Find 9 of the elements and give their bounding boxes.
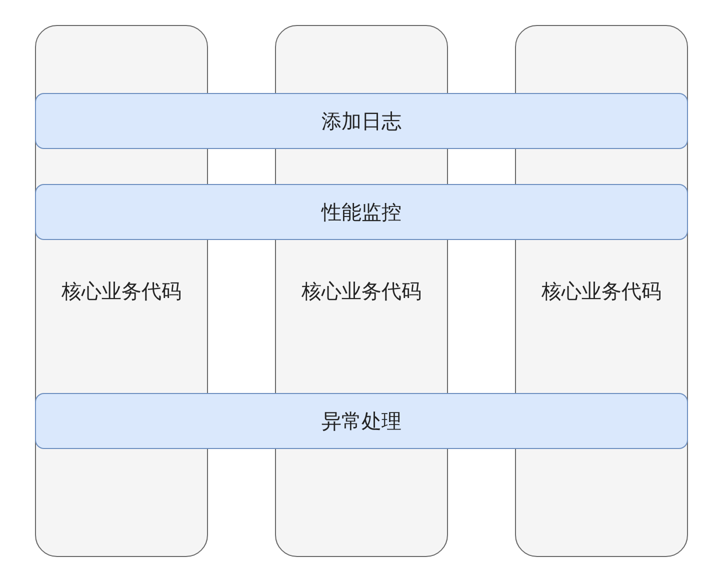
node-label: 异常处理 [322,408,402,434]
node-label: 核心业务代码 [62,278,182,304]
node-label: 性能监控 [322,198,402,226]
node-label: 核心业务代码 [302,278,422,304]
node-label: 核心业务代码 [542,278,662,304]
node-label: 添加日志 [322,108,402,134]
band-box [35,393,688,449]
band-box [35,184,688,240]
band-box [35,93,688,149]
